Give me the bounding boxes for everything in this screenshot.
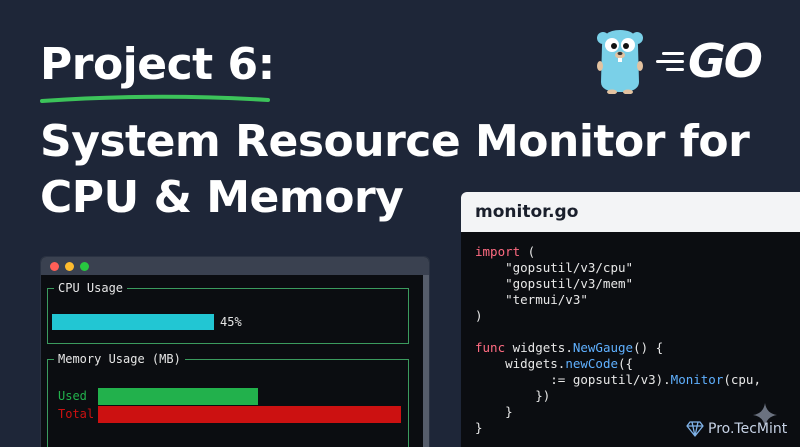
memory-used-bar xyxy=(98,388,258,405)
memory-used-label: Used xyxy=(58,389,87,403)
minimize-dot-icon[interactable] xyxy=(65,261,74,271)
code-token: (cpu, xyxy=(723,372,761,387)
code-block: import ( "gopsutil/v3/cpu" "gopsutil/v3/… xyxy=(461,232,800,436)
headline: Project 6: System Resource Monitor for C… xyxy=(40,38,750,226)
code-token: }) xyxy=(475,388,551,403)
brand-name: Pro.TecMint xyxy=(708,421,788,437)
code-token: widgets. xyxy=(505,340,573,355)
gopher-icon xyxy=(597,30,643,94)
code-line: import ( xyxy=(475,244,800,260)
code-token: ({ xyxy=(618,356,634,371)
scrollbar-thumb[interactable] xyxy=(423,275,429,447)
code-token: := gopsutil/v3). xyxy=(475,372,671,387)
code-line: := gopsutil/v3).Monitor(cpu, xyxy=(475,372,800,388)
close-dot-icon[interactable] xyxy=(50,261,59,271)
code-token: } xyxy=(475,420,483,435)
go-logo: GO xyxy=(656,34,763,88)
code-token: ( xyxy=(520,244,536,259)
code-token: widgets. xyxy=(475,356,566,371)
terminal-body: CPU Usage 45% Memory Usage (MB) Used Tot… xyxy=(41,275,429,447)
code-token: newCode xyxy=(565,356,618,371)
code-token: } xyxy=(475,404,513,419)
code-token: Monitor xyxy=(670,372,724,387)
code-editor-card: monitor.go import ( "gopsutil/v3/cpu" "g… xyxy=(461,192,800,447)
underline-swoosh xyxy=(40,94,270,103)
sparkle-icon xyxy=(753,403,777,427)
code-line: } xyxy=(475,404,800,420)
code-line: ) xyxy=(475,308,800,324)
speed-lines-icon xyxy=(656,51,684,71)
cpu-usage-value: 45% xyxy=(220,315,242,329)
code-line: func widgets.NewGauge() { xyxy=(475,340,800,356)
terminal-scrollbar[interactable] xyxy=(423,275,429,447)
code-line: widgets.newCode({ xyxy=(475,356,800,372)
cpu-panel-title: CPU Usage xyxy=(54,280,128,296)
code-line: } xyxy=(475,420,800,436)
terminal-window: CPU Usage 45% Memory Usage (MB) Used Tot… xyxy=(40,256,430,447)
memory-usage-panel: Memory Usage (MB) Used Total xyxy=(47,351,409,447)
code-token: func xyxy=(475,340,506,355)
code-line xyxy=(475,324,800,340)
brand-watermark: Pro.TecMint xyxy=(686,421,787,437)
code-line: }) xyxy=(475,388,800,404)
cpu-usage-gauge xyxy=(52,314,214,330)
cpu-usage-panel: CPU Usage 45% xyxy=(47,280,409,344)
memory-total-label: Total xyxy=(58,407,95,421)
headline-line-3: CPU & Memory xyxy=(40,172,404,223)
code-token: "termui/v3" xyxy=(475,292,588,307)
headline-line-1: Project 6: xyxy=(40,38,275,103)
maximize-dot-icon[interactable] xyxy=(80,261,89,271)
diamond-icon xyxy=(686,421,704,437)
go-logo-text: GO xyxy=(688,34,763,88)
code-line: "gopsutil/v3/mem" xyxy=(475,276,800,292)
code-token: NewGauge xyxy=(572,340,634,355)
memory-total-bar xyxy=(98,406,401,423)
code-token: () { xyxy=(633,340,664,355)
code-token: ) xyxy=(475,308,483,323)
memory-panel-title: Memory Usage (MB) xyxy=(54,351,185,367)
code-token: "gopsutil/v3/cpu" xyxy=(475,260,634,275)
code-token: "gopsutil/v3/mem" xyxy=(475,276,634,291)
code-token: import xyxy=(475,244,521,259)
headline-line-2: System Resource Monitor for xyxy=(40,116,750,167)
terminal-title-bar xyxy=(41,257,429,275)
code-line: "termui/v3" xyxy=(475,292,800,308)
editor-filename: monitor.go xyxy=(461,192,800,232)
code-line: "gopsutil/v3/cpu" xyxy=(475,260,800,276)
